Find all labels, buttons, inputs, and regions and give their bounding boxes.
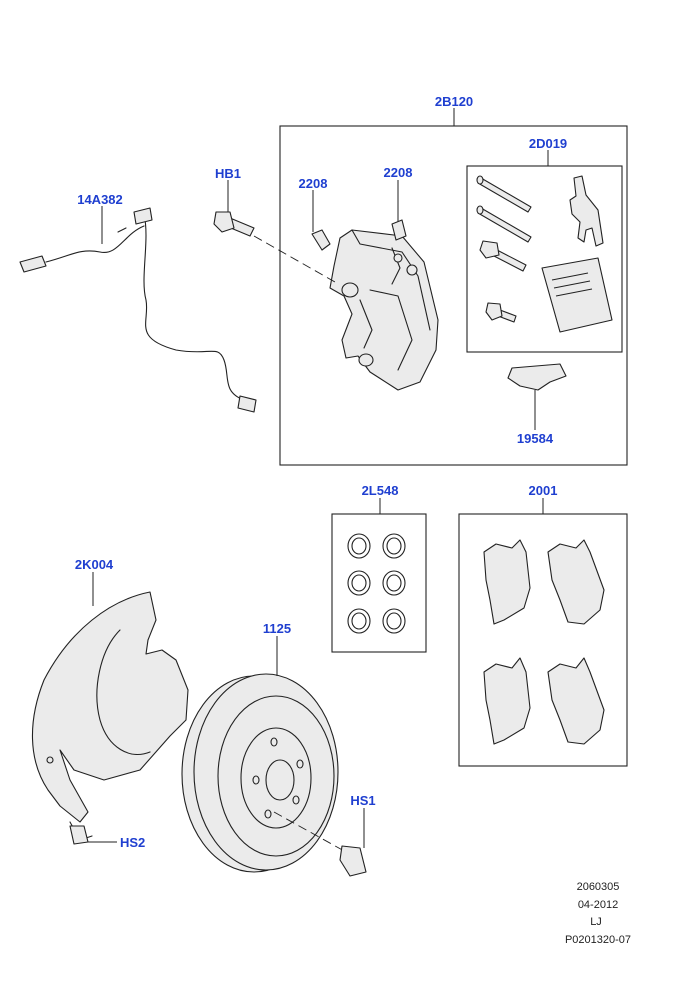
callout-HB1[interactable]: HB1 (215, 166, 241, 181)
callout-14A382[interactable]: 14A382 (77, 192, 123, 207)
seal-kit-frame (331, 513, 427, 653)
anti-rattle-clip (569, 175, 604, 247)
screw-hs1 (339, 845, 367, 877)
wear-sensor (19, 207, 257, 413)
callout-1125[interactable]: 1125 (263, 621, 291, 636)
seal-kit-group: 2L548 (331, 483, 427, 653)
splash-shield (31, 591, 189, 841)
piston-seals (347, 533, 406, 634)
brake-pads (483, 539, 605, 745)
guide-pin-2 (476, 205, 532, 243)
callout-2L548[interactable]: 2L548 (362, 483, 399, 498)
drawing-reference: 2060305 04-2012 LJ P0201320-07 (565, 881, 631, 946)
callout-HS1[interactable]: HS1 (350, 793, 375, 808)
reference-model: LJ (590, 916, 602, 928)
brake-pads-group: 2001 (458, 483, 628, 767)
bleed-screw-right (391, 219, 407, 241)
instruction-leaflet (541, 257, 613, 333)
caliper-kit-group: 2B120 2D019 (279, 94, 628, 466)
bolt-dashed-path (253, 235, 336, 283)
reference-date: 04-2012 (578, 899, 618, 911)
bleed-screw-left (311, 229, 331, 251)
callout-2B120[interactable]: 2B120 (435, 94, 473, 109)
brake-caliper (329, 229, 439, 391)
pad-spring-clip (507, 363, 567, 391)
guide-bolt (479, 240, 527, 272)
callout-2208-right[interactable]: 2208 (384, 165, 413, 180)
screw-hs2 (69, 825, 89, 845)
caliper-hardware-frame (466, 165, 623, 353)
callout-2K004[interactable]: 2K004 (75, 557, 114, 572)
mounting-bolt-hb1 (213, 211, 255, 237)
callout-HS2[interactable]: HS2 (120, 835, 145, 850)
callout-2001[interactable]: 2001 (529, 483, 558, 498)
guide-pin-1 (476, 175, 532, 213)
reference-number: 2060305 (577, 881, 620, 893)
leaflet-lines (551, 272, 593, 297)
reference-code: P0201320-07 (565, 934, 631, 946)
callout-2D019[interactable]: 2D019 (529, 136, 567, 151)
callout-19584[interactable]: 19584 (517, 431, 554, 446)
caliper-bolt (485, 302, 517, 323)
callout-2208-left[interactable]: 2208 (299, 176, 328, 191)
brake-disc (181, 673, 339, 873)
